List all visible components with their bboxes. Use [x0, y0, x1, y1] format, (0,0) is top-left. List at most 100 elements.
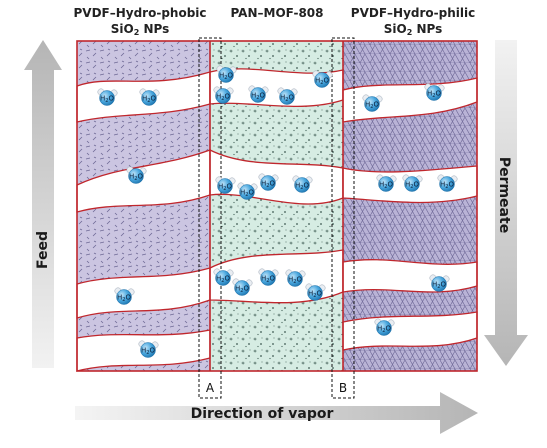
title-hydrophilic: PVDF–Hydro-philic: [351, 6, 475, 20]
water-molecule: H2O: [213, 268, 234, 286]
water-molecule: H2O: [258, 268, 279, 286]
direction-label: Direction of vapor: [191, 406, 334, 422]
water-formula-label: H2O: [218, 182, 232, 192]
oxygen-atom-icon: [426, 85, 442, 101]
water-formula-label: H2O: [377, 324, 391, 334]
interface-b-label: B: [339, 381, 347, 395]
oxygen-atom-icon: [141, 90, 157, 106]
direction-arrow: Direction of vapor: [75, 392, 478, 434]
oxygen-atom-icon: [215, 270, 231, 286]
oxygen-atom-icon: [294, 177, 310, 193]
water-molecule: H2O: [213, 86, 234, 104]
water-formula-label: H2O: [100, 94, 114, 104]
oxygen-atom-icon: [128, 168, 144, 184]
water-molecule: H2O: [258, 173, 279, 191]
water-formula-label: H2O: [440, 180, 454, 190]
oxygen-atom-icon: [215, 88, 231, 104]
water-molecule: H2O: [402, 174, 423, 192]
oxygen-atom-icon: [234, 280, 250, 296]
water-formula-label: H2O: [261, 274, 275, 284]
oxygen-atom-icon: [376, 320, 392, 336]
water-molecule: H2O: [232, 278, 253, 296]
interface-b-bg: [335, 378, 351, 396]
water-molecule: H2O: [362, 94, 383, 112]
water-molecule: H2O: [97, 88, 118, 106]
oxygen-atom-icon: [250, 87, 266, 103]
permeate-label: Permeate: [496, 157, 512, 233]
water-molecule: H2O: [424, 83, 445, 101]
title-hydrophilic-sub: SiO2 NPs: [384, 22, 443, 37]
water-formula-label: H2O: [295, 181, 309, 191]
title-hydrophobic: PVDF–Hydro-phobic: [73, 6, 206, 20]
water-formula-label: H2O: [280, 93, 294, 103]
water-molecule: H2O: [138, 340, 159, 358]
water-molecule: H2O: [237, 182, 258, 200]
water-formula-label: H2O: [432, 280, 446, 290]
water-formula-label: H2O: [219, 71, 233, 81]
oxygen-atom-icon: [279, 89, 295, 105]
water-formula-label: H2O: [315, 76, 329, 86]
oxygen-atom-icon: [307, 285, 323, 301]
water-formula-label: H2O: [240, 188, 254, 198]
water-molecule: H2O: [376, 174, 397, 192]
water-molecule: H2O: [285, 269, 306, 287]
water-formula-label: H2O: [129, 172, 143, 182]
oxygen-atom-icon: [364, 96, 380, 112]
oxygen-atom-icon: [404, 176, 420, 192]
title-mof: PAN–MOF-808: [230, 6, 323, 20]
oxygen-atom-icon: [314, 72, 330, 88]
water-molecule: H2O: [114, 287, 135, 305]
water-formula-label: H2O: [365, 100, 379, 110]
oxygen-atom-icon: [218, 67, 234, 83]
water-formula-label: H2O: [288, 275, 302, 285]
water-molecule: H2O: [305, 283, 326, 301]
water-formula-label: H2O: [216, 274, 230, 284]
water-formula-label: H2O: [379, 180, 393, 190]
water-formula-label: H2O: [117, 293, 131, 303]
feed-arrow: Feed: [24, 40, 62, 368]
water-molecule: H2O: [437, 174, 458, 192]
oxygen-atom-icon: [140, 342, 156, 358]
water-molecule: H2O: [126, 166, 147, 184]
water-formula-label: H2O: [405, 180, 419, 190]
water-molecule: H2O: [215, 176, 236, 194]
oxygen-atom-icon: [439, 176, 455, 192]
interface-a-label: A: [206, 381, 215, 395]
water-formula-label: H2O: [235, 284, 249, 294]
oxygen-atom-icon: [260, 270, 276, 286]
water-formula-label: H2O: [216, 92, 230, 102]
water-formula-label: H2O: [427, 89, 441, 99]
water-molecule: H2O: [374, 318, 395, 336]
oxygen-atom-icon: [99, 90, 115, 106]
water-formula-label: H2O: [251, 91, 265, 101]
oxygen-atom-icon: [378, 176, 394, 192]
title-hydrophobic-sub: SiO2 NPs: [111, 22, 170, 37]
oxygen-atom-icon: [287, 271, 303, 287]
water-molecule: H2O: [248, 85, 269, 103]
interface-boxes: [198, 37, 355, 399]
panel-borders: [76, 40, 478, 372]
pore-right-3: [342, 259, 478, 293]
water-molecule: H2O: [216, 65, 237, 83]
interface-a-bg: [202, 378, 218, 396]
oxygen-atom-icon: [239, 184, 255, 200]
water-molecule: H2O: [429, 274, 450, 292]
oxygen-atom-icon: [116, 289, 132, 305]
water-molecule: H2O: [292, 175, 313, 193]
oxygen-atom-icon: [431, 276, 447, 292]
water-molecule: H2O: [139, 88, 160, 106]
interface-a-box: [198, 37, 222, 399]
water-molecule: H2O: [277, 87, 298, 105]
water-molecule: H2O: [312, 70, 333, 88]
interface-b-box: [331, 37, 355, 399]
water-molecules: H2O H2O H2O H2O H2O H2O H2O H2O H2O H2O …: [97, 65, 458, 358]
water-formula-label: H2O: [142, 94, 156, 104]
oxygen-atom-icon: [260, 175, 276, 191]
feed-label: Feed: [35, 231, 51, 269]
layer-titles: PVDF–Hydro-phobic SiO2 NPs PAN–MOF-808 P…: [73, 6, 475, 37]
water-formula-label: H2O: [141, 346, 155, 356]
water-formula-label: H2O: [261, 179, 275, 189]
permeate-arrow: Permeate: [484, 40, 528, 366]
oxygen-atom-icon: [217, 178, 233, 194]
